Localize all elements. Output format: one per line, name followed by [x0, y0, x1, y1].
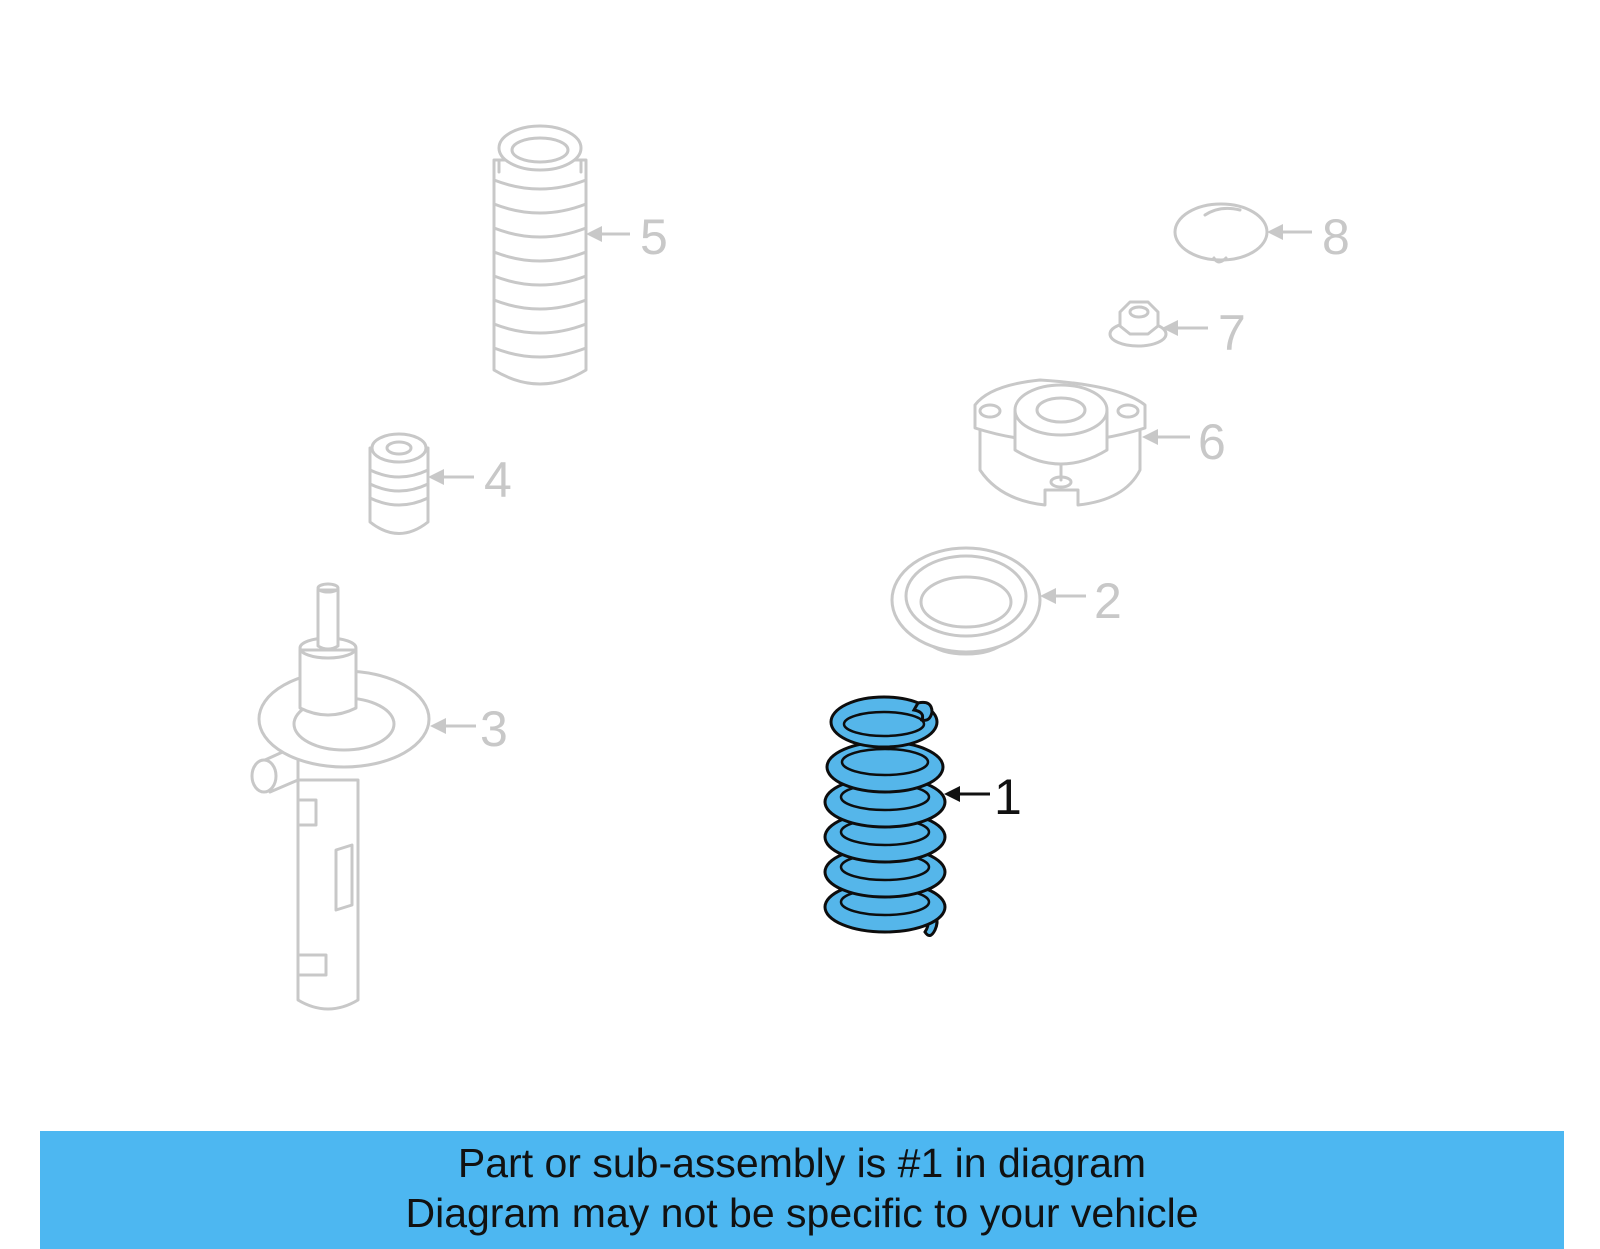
- callout-arrow-2: [1040, 588, 1086, 604]
- part-6-strut-mount[interactable]: [973, 378, 1147, 507]
- callout-5: 5: [640, 209, 668, 265]
- callout-1: 1: [994, 769, 1022, 825]
- part-4-bump-stop[interactable]: [368, 432, 430, 535]
- callout-4: 4: [484, 452, 512, 508]
- callout-arrow-8: [1267, 224, 1312, 240]
- callout-2: 2: [1094, 573, 1122, 629]
- info-banner: Part or sub-assembly is #1 in diagram Di…: [40, 1131, 1564, 1249]
- part-7-nut[interactable]: [1108, 300, 1168, 348]
- callout-8: 8: [1322, 209, 1350, 265]
- callout-arrow-3: [430, 718, 476, 734]
- part-8-cap[interactable]: [1173, 202, 1269, 264]
- callout-arrow-7: [1162, 320, 1208, 336]
- part-1-coil-spring[interactable]: [823, 695, 947, 937]
- callout-arrow-4: [428, 469, 474, 485]
- banner-line-disclaimer: Diagram may not be specific to your vehi…: [405, 1190, 1199, 1236]
- callout-6: 6: [1198, 414, 1226, 470]
- callout-3: 3: [480, 701, 508, 757]
- banner-line-part: Part or sub-assembly is #1 in diagram: [457, 1140, 1147, 1186]
- part-2-spring-seat[interactable]: [890, 546, 1042, 656]
- callout-arrow-5: [586, 226, 630, 242]
- callout-arrow-6: [1142, 429, 1190, 445]
- part-5-dust-boot[interactable]: [492, 124, 588, 386]
- callout-7: 7: [1218, 305, 1246, 361]
- callout-arrow-1: [944, 786, 990, 802]
- part-3-strut[interactable]: [250, 582, 431, 1011]
